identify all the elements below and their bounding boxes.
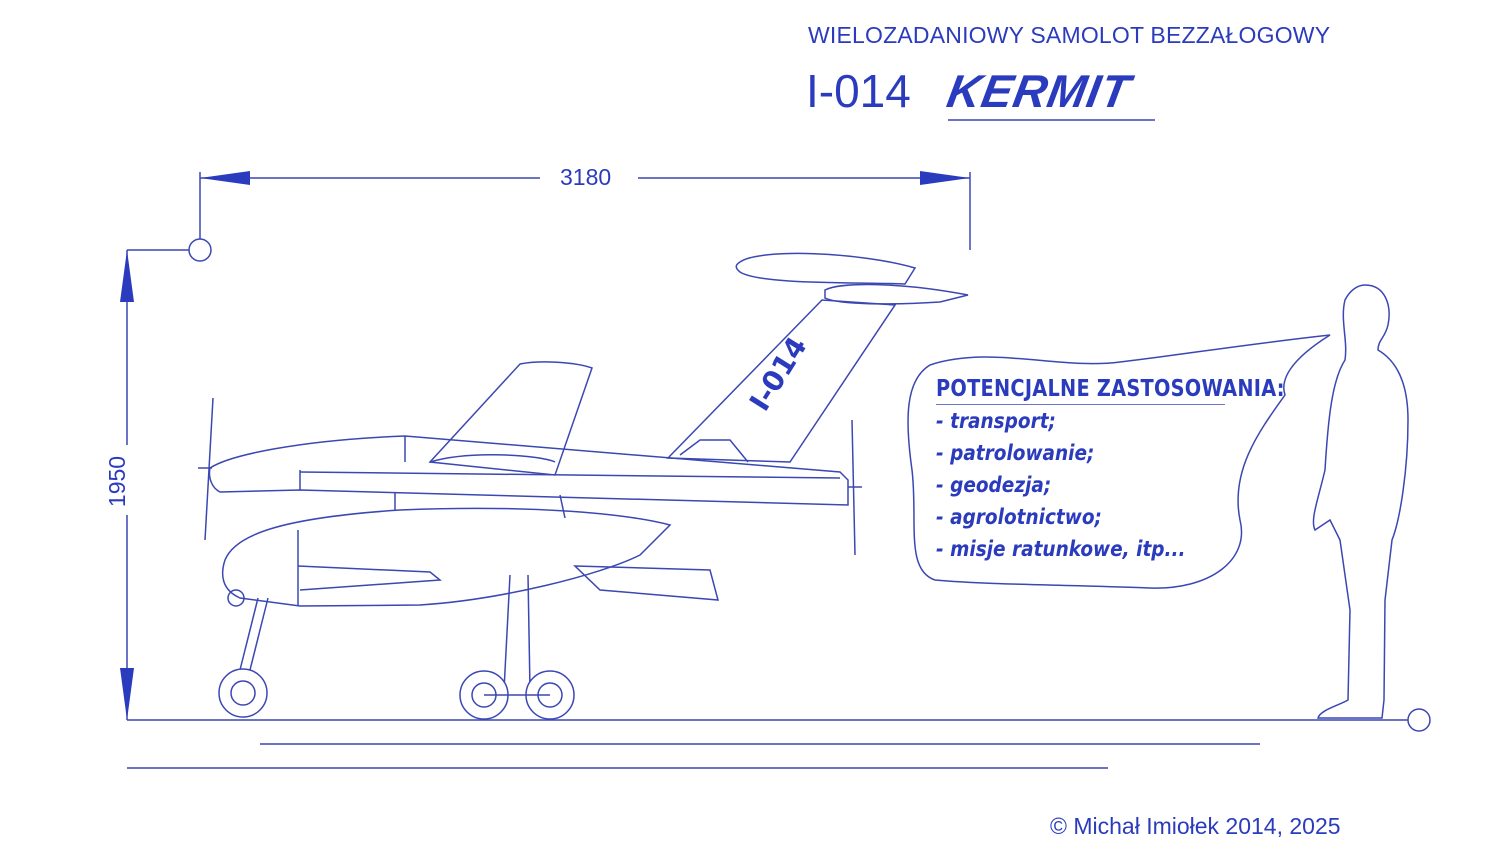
list-item: - geodezja;	[936, 473, 1052, 497]
ground-lines	[127, 708, 1431, 769]
height-dimension	[120, 249, 189, 720]
length-label: 3180	[556, 164, 616, 191]
applications-title: POTENCJALNE ZASTOSOWANIA:	[936, 376, 1285, 405]
applications-list: POTENCJALNE ZASTOSOWANIA: - transport; -…	[936, 376, 1285, 565]
height-label: 1950	[104, 455, 131, 508]
human-silhouette	[1312, 284, 1409, 719]
list-item: - agrolotnictwo;	[936, 505, 1102, 529]
aircraft	[198, 252, 969, 720]
model-designation: I-014	[806, 65, 911, 117]
list-item: - transport;	[936, 409, 1056, 433]
copyright: © Michał Imiołek 2014, 2025	[1050, 813, 1341, 839]
tail-marking: I-014	[743, 331, 814, 417]
length-dimension	[188, 171, 971, 262]
subtitle: WIELOZADANIOWY SAMOLOT BEZZAŁOGOWY	[808, 22, 1331, 48]
aircraft-name-logo: KERMIT	[943, 65, 1135, 117]
list-item: - patrolowanie;	[936, 441, 1095, 465]
list-item: - misje ratunkowe, itp...	[936, 537, 1186, 561]
speech-bubble	[907, 334, 1331, 589]
